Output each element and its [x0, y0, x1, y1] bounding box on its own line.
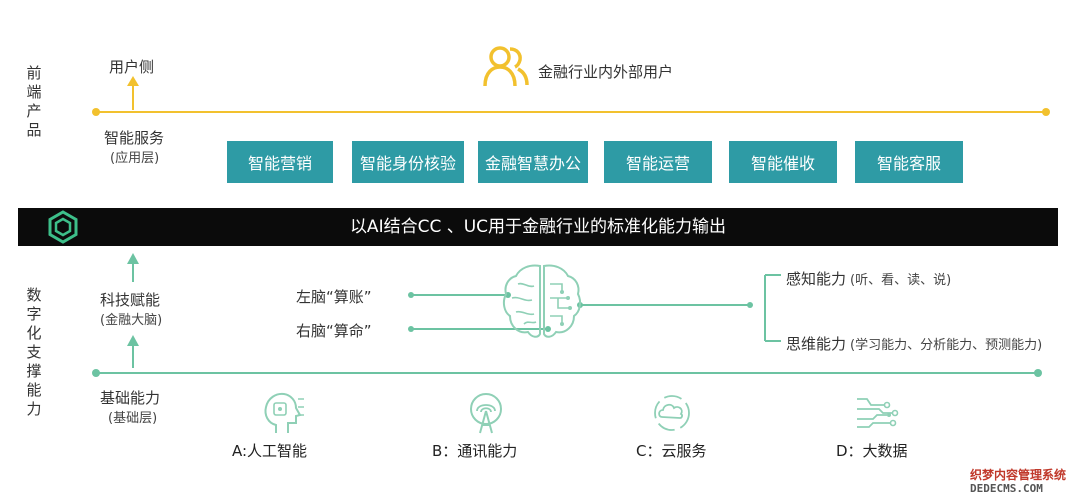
brain-icon — [502, 264, 582, 338]
user-group-icon — [483, 46, 529, 87]
base-item-bigdata: D：大数据 — [836, 442, 908, 460]
cloud-icon — [654, 395, 690, 431]
digital-support-label: 数字化支撑能力 — [26, 286, 42, 418]
user-side-label: 用户侧 — [109, 58, 155, 76]
base-capability-title: 基础能力 — [100, 389, 161, 407]
left-brain-label: 左脑“算账” — [296, 288, 372, 306]
tech-capability-title: 科技赋能 — [100, 291, 161, 309]
perception-label: 感知能力(听、看、读、说) — [786, 268, 951, 289]
service-button-operations[interactable]: 智能运营 — [604, 141, 712, 183]
service-button-customer[interactable]: 智能客服 — [855, 141, 963, 183]
service-button-identity[interactable]: 智能身份核验 — [352, 141, 464, 183]
base-item-ai: A:人工智能 — [232, 442, 308, 460]
thinking-title: 思维能力 — [786, 335, 847, 353]
big-data-icon — [857, 398, 899, 428]
smart-services-subtitle: (应用层) — [110, 151, 160, 166]
signal-tower-icon — [470, 393, 502, 434]
tech-capability-subtitle: (金融大脑) — [100, 313, 163, 328]
users-label: 金融行业内外部用户 — [538, 63, 674, 81]
base-item-cloud: C：云服务 — [636, 442, 707, 460]
service-button-marketing[interactable]: 智能营销 — [227, 141, 333, 183]
ai-head-icon — [264, 392, 304, 433]
smart-services-title: 智能服务 — [104, 129, 165, 147]
watermark-line2: DEDECMS.COM — [970, 482, 1043, 495]
front-product-label: 前端产品 — [26, 64, 42, 139]
right-brain-label: 右脑“算命” — [296, 322, 372, 340]
hexagon-logo-icon — [48, 210, 78, 244]
base-capability-subtitle: (基础层) — [108, 411, 158, 426]
thinking-detail: (学习能力、分析能力、预测能力) — [850, 338, 1043, 353]
service-button-office[interactable]: 金融智慧办公 — [478, 141, 588, 183]
service-button-collection[interactable]: 智能催收 — [729, 141, 837, 183]
base-item-communication: B：通讯能力 — [432, 442, 518, 460]
perception-title: 感知能力 — [786, 270, 847, 288]
banner: 以AI结合CC 、UC用于金融行业的标准化能力输出 — [18, 208, 1058, 246]
banner-text: 以AI结合CC 、UC用于金融行业的标准化能力输出 — [349, 217, 727, 237]
thinking-label: 思维能力(学习能力、分析能力、预测能力) — [786, 333, 1042, 354]
perception-detail: (听、看、读、说) — [850, 273, 952, 288]
watermark-line1: 织梦内容管理系统 — [970, 468, 1067, 482]
